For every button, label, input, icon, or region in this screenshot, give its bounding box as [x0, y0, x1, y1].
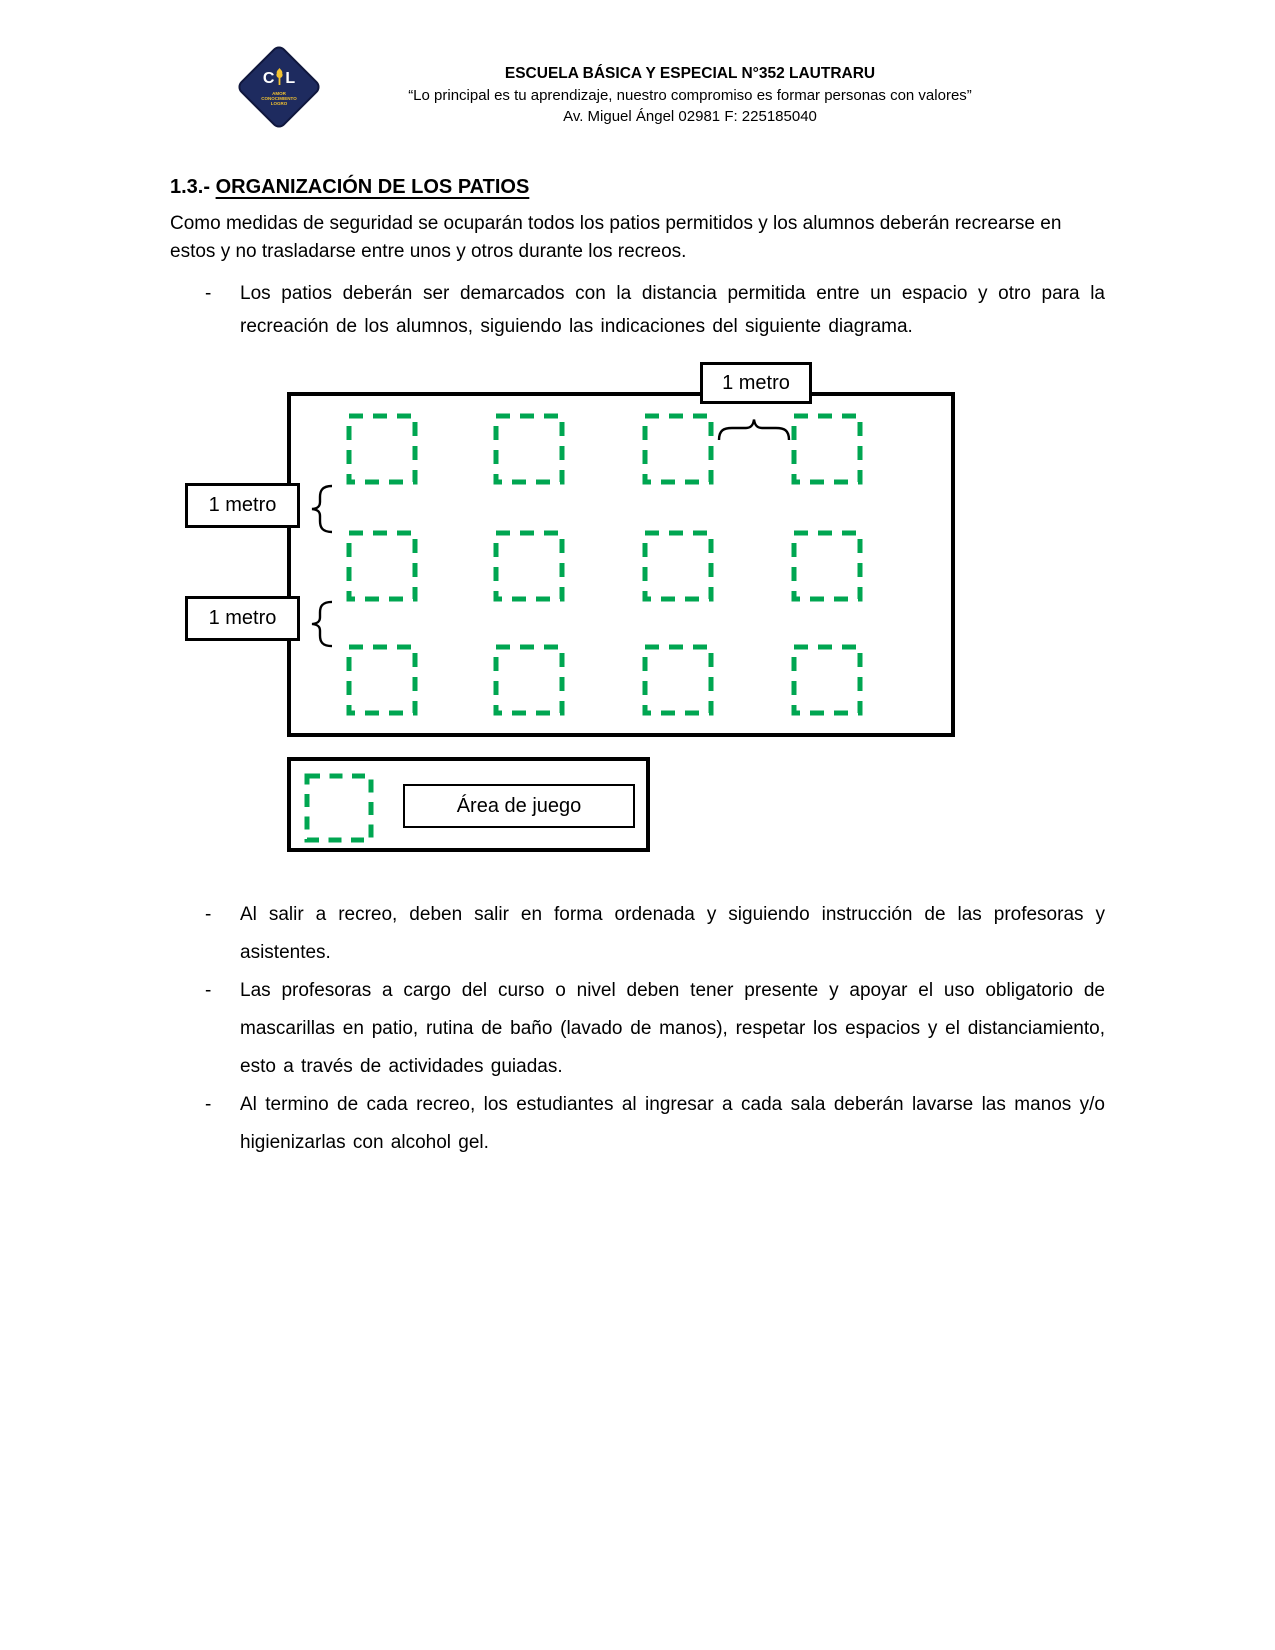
measure-brace-left-1-icon: [311, 484, 333, 534]
logo-letter-l: L: [285, 70, 296, 87]
distance-label-left-2-text: 1 metro: [208, 607, 277, 629]
patio-boundary: [287, 392, 955, 737]
bullet-text: Al termino de cada recreo, los estudiant…: [240, 1094, 1105, 1153]
measure-brace-left-2-icon: [311, 600, 333, 648]
play-square: [345, 412, 419, 486]
legend-square: [303, 772, 375, 850]
section-number: 1.3.-: [170, 176, 211, 198]
legend-box: Área de juego: [287, 757, 650, 852]
school-logo-content: C L AMOR CONOCIMIENTO LOGRO: [256, 68, 302, 106]
play-square: [492, 529, 566, 603]
distance-label-top-text: 1 metro: [722, 371, 790, 394]
bullet-marker: -: [205, 980, 212, 1001]
torch-icon: [275, 68, 284, 90]
list-item-diagram: - Los patios deberán ser demarcados con …: [170, 277, 1105, 376]
school-logo: C L AMOR CONOCIMIENTO LOGRO: [235, 43, 323, 131]
bullet-text: Las profesoras a cargo del curso o nivel…: [240, 980, 1105, 1077]
intro-paragraph: Como medidas de seguridad se ocuparán to…: [170, 213, 1062, 262]
play-square: [641, 412, 715, 486]
bullet-marker: -: [205, 1094, 212, 1115]
list-item: - Al salir a recreo, deben salir en form…: [170, 896, 1105, 972]
section-title-text: ORGANIZACIÓN DE LOS PATIOS: [215, 176, 530, 198]
legend-label: Área de juego: [456, 794, 582, 817]
bullet-text: Al salir a recreo, deben salir en forma …: [240, 904, 1105, 963]
measure-brace-top-icon: [717, 419, 791, 441]
list-item: - Las profesoras a cargo del curso o niv…: [170, 972, 1105, 1086]
school-name: ESCUELA BÁSICA Y ESPECIAL N°352 LAUTRARU: [504, 65, 876, 82]
school-address: Av. Miguel Ángel 02981 F: 225185040: [563, 108, 817, 125]
distance-label-left-1: 1 metro: [185, 483, 300, 528]
logo-letters: C L: [263, 68, 295, 90]
bullet-marker: -: [205, 283, 212, 304]
page-header: C L AMOR CONOCIMIENTO LOGRO ESCUELA BÁSI…: [0, 0, 1275, 138]
play-square: [345, 529, 419, 603]
bullet-text: Los patios deberán ser demarcados con la…: [240, 283, 1105, 337]
play-square: [790, 412, 864, 486]
play-square: [345, 643, 419, 717]
play-square: [790, 529, 864, 603]
bullet-marker: -: [205, 904, 212, 925]
play-square: [641, 529, 715, 603]
header-text-block: ESCUELA BÁSICA Y ESPECIAL N°352 LAUTRARU…: [330, 63, 1050, 127]
logo-motto-text: AMOR CONOCIMIENTO LOGRO: [261, 91, 297, 106]
list-item: - Al termino de cada recreo, los estudia…: [170, 1086, 1105, 1162]
document-body: 1.3.- ORGANIZACIÓN DE LOS PATIOS Como me…: [170, 174, 1105, 1162]
distance-label-left-1-text: 1 metro: [208, 494, 277, 516]
school-motto: “Lo principal es tu aprendizaje, nuestro…: [408, 87, 972, 104]
legend-label-box: Área de juego: [403, 784, 635, 828]
logo-letter-c: C: [262, 70, 275, 87]
play-square: [790, 643, 864, 717]
play-square: [641, 643, 715, 717]
play-square: [492, 643, 566, 717]
patio-diagram: 1 metro 1 metro 1 metro Área de juego: [0, 362, 1275, 862]
section-title: 1.3.- ORGANIZACIÓN DE LOS PATIOS: [170, 174, 1105, 201]
play-square: [492, 412, 566, 486]
distance-label-top: 1 metro: [700, 362, 812, 404]
bottom-bullet-list: - Al salir a recreo, deben salir en form…: [170, 896, 1105, 1162]
distance-label-left-2: 1 metro: [185, 596, 300, 641]
